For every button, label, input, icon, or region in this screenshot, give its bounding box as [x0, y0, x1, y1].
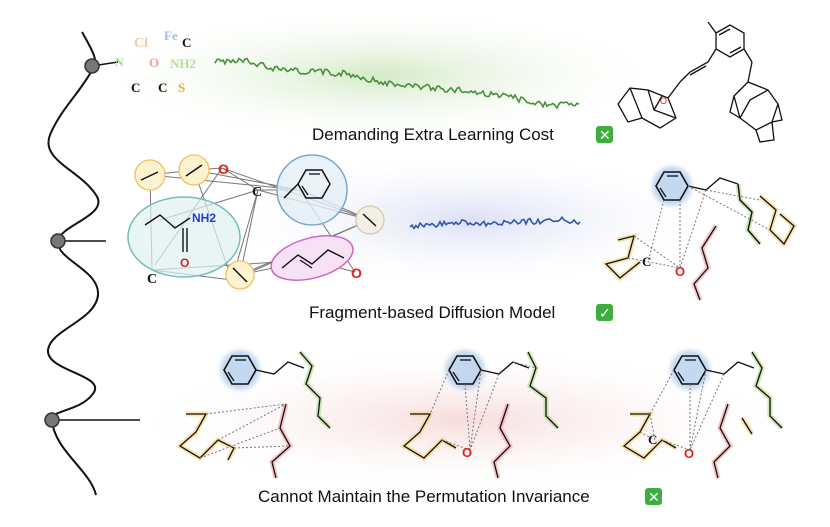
butene-skeleton — [281, 249, 345, 269]
noise-signal-row2 — [409, 215, 581, 230]
row2-mol-c: C — [642, 254, 651, 269]
atom-cl: Cl — [134, 36, 148, 51]
cross-mark-glyph: ✕ — [648, 490, 660, 506]
row3-molecule-1 — [175, 350, 332, 479]
amide-skeleton — [144, 214, 191, 229]
bond-1 — [140, 171, 159, 181]
benzene-db-2 — [301, 185, 309, 196]
benzene-r3b-db2 — [452, 371, 460, 382]
fragment-butene — [270, 235, 354, 281]
amide-o-label: O — [180, 256, 189, 270]
chain-r2-green — [735, 183, 762, 246]
benzene-r3a — [223, 355, 257, 385]
chain-r2-2 — [737, 183, 761, 245]
caption-row1-text: Demanding Extra Learning Cost — [312, 125, 554, 144]
chain-r2-1 — [687, 177, 739, 191]
atom-nh2: NH2 — [170, 56, 196, 71]
caption-row3: Cannot Maintain the Permutation Invarian… — [258, 487, 662, 506]
chain-r3a — [255, 361, 305, 375]
chain-r3b-green-line — [527, 351, 559, 429]
row3-background — [120, 345, 800, 495]
butene-double — [299, 259, 313, 269]
dotted-links-r2 — [627, 185, 771, 269]
row3-mol3-c: C — [648, 432, 657, 447]
chain-r3c-green-line — [751, 351, 783, 429]
cross-mark-icon — [645, 488, 662, 505]
row3-molecule-3: C O — [619, 350, 784, 479]
row1-target-molecule — [617, 21, 783, 143]
graph-c-center: C — [252, 185, 262, 200]
graph-c-bottom: C — [147, 272, 157, 287]
caption-row2-text: Fragment-based Diffusion Model — [309, 303, 555, 322]
atom-n: N — [115, 55, 124, 69]
node-row2 — [50, 233, 66, 249]
caption-row2: Fragment-based Diffusion Model ✓ — [309, 303, 613, 322]
benzene-r2-db2 — [659, 187, 667, 198]
check-mark-icon — [596, 304, 613, 321]
dotted-r3b — [429, 361, 537, 451]
node-row3 — [44, 412, 60, 428]
atom-o: O — [149, 55, 159, 70]
trajectory-curve — [46, 31, 100, 496]
benzene-sub — [283, 183, 299, 199]
chain-r3c — [705, 361, 755, 375]
chain-r3b — [480, 361, 530, 375]
row3-mol2-o: O — [462, 445, 472, 460]
dotted-r3c — [639, 369, 725, 451]
chain-r2-right — [759, 195, 795, 246]
atom-c-2: C — [131, 80, 140, 95]
chain-r3c-red — [713, 403, 731, 479]
bond-4 — [232, 267, 248, 283]
row2-fragment-graph: NH2 O O C C O — [127, 154, 385, 290]
row3-mol3-o: O — [684, 446, 694, 461]
dotted-r3a — [199, 403, 291, 459]
chain-r3a-green-line — [299, 351, 331, 429]
atom-c-1: C — [182, 35, 191, 50]
atom-fe: Fe — [164, 28, 178, 43]
chain-r2-red — [693, 225, 717, 301]
single-bond — [741, 417, 753, 435]
atom-c-3: C — [158, 80, 167, 95]
caption-row1: Demanding Extra Learning Cost ✕ — [312, 125, 613, 144]
row2-mol-o: O — [675, 264, 685, 279]
atom-s: S — [178, 80, 185, 95]
row1-background — [80, 5, 680, 145]
noise-signal-row1 — [214, 57, 580, 110]
caption-row3-text: Cannot Maintain the Permutation Invarian… — [258, 487, 590, 506]
fragment-benzene — [276, 154, 348, 226]
cross-mark-glyph: ✕ — [599, 128, 611, 144]
check-mark-glyph: ✓ — [599, 306, 611, 322]
chain-r3b-red — [493, 403, 511, 479]
bond-3 — [362, 213, 377, 227]
row1-atom-cloud: Cl Fe C N O NH2 C C S — [115, 28, 196, 95]
row3-molecule-2: O — [399, 350, 560, 479]
row1-molecule-oxygen: O — [660, 96, 667, 106]
chain-r2-left — [604, 235, 641, 279]
cross-mark-icon — [596, 126, 613, 143]
amide-nh2-label: NH2 — [192, 211, 216, 225]
benzene-r3c-db2 — [677, 371, 685, 382]
bond-2 — [185, 164, 203, 177]
benzene-r3a-db2 — [227, 371, 235, 382]
graph-o-right: O — [351, 265, 362, 281]
node-row1 — [84, 58, 100, 74]
graph-o-top: O — [218, 161, 229, 177]
row2-target-molecule: C O — [601, 166, 798, 301]
